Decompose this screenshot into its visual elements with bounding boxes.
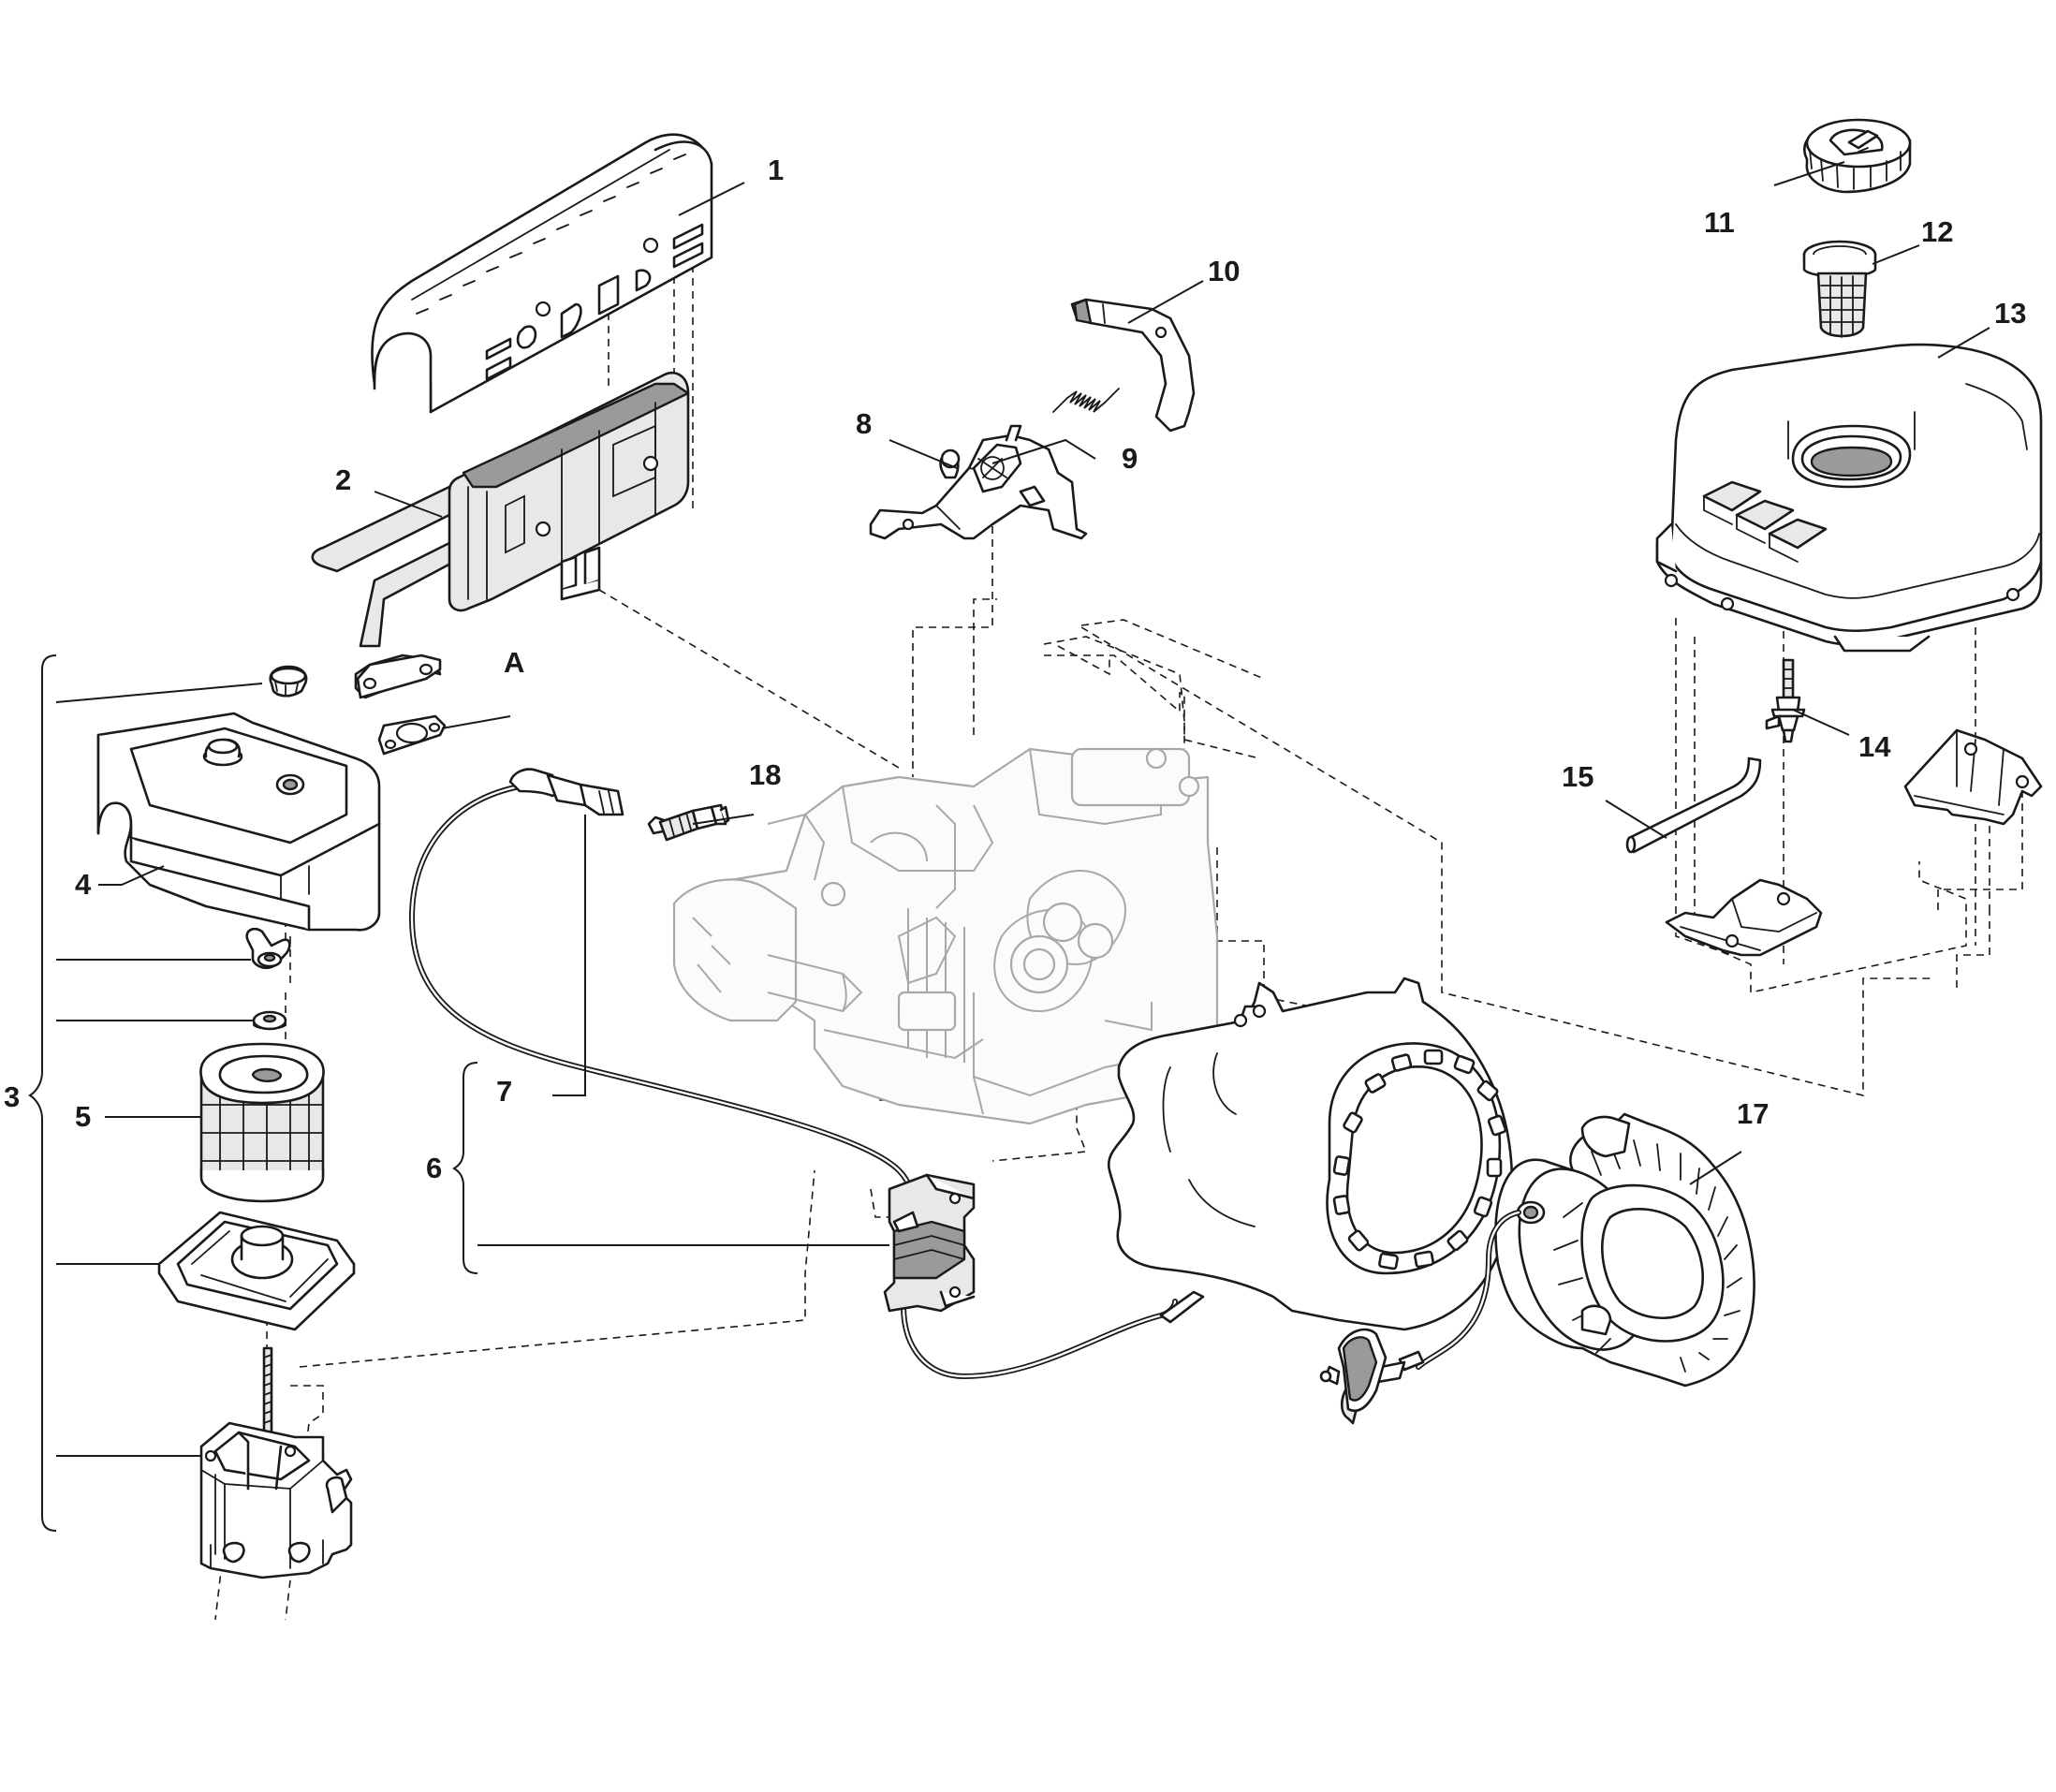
label-part-3: 3 [4, 1080, 20, 1113]
label-part-8: 8 [856, 407, 872, 440]
part-5-air-filter-element [199, 1042, 325, 1203]
part-2-muffler [311, 371, 690, 699]
engine-block-ghost [672, 747, 1247, 1125]
fan-housing-slots [1332, 1049, 1507, 1271]
tank-bracket-right [1903, 728, 2043, 826]
part-13-fuel-tank [1655, 343, 2043, 653]
label-part-15: 15 [1562, 760, 1593, 793]
part-6-ignition-coil [883, 1173, 1205, 1380]
part-17-recoil-starter [1319, 1112, 1755, 1425]
part-18-spark-plug [647, 803, 730, 842]
label-part-1: 1 [768, 154, 784, 186]
label-part-10: 10 [1208, 255, 1240, 287]
label-part-14: 14 [1858, 730, 1891, 763]
label-part-18: 18 [749, 758, 781, 791]
label-part-A: A [504, 646, 524, 679]
label-part-11: 11 [1704, 206, 1735, 239]
label-part-12: 12 [1921, 215, 1953, 248]
label-part-13: 13 [1994, 297, 2026, 330]
part-15-fuel-hose [1625, 756, 1762, 854]
tank-bracket-left [1665, 878, 1823, 957]
label-part-7: 7 [496, 1075, 512, 1108]
label-part-5: 5 [75, 1100, 91, 1133]
part-12-fuel-strainer [1802, 240, 1877, 338]
part-4-air-filter-cover [96, 712, 381, 932]
air-filter-housing [199, 1421, 353, 1579]
air-filter-base-gasket [157, 1211, 356, 1331]
air-filter-top-knob [269, 665, 308, 698]
part-8-throttle-control-assembly [869, 424, 1088, 540]
part-labels: 1 2 3 4 5 6 7 8 9 10 11 12 13 14 15 17 1… [4, 154, 2026, 1184]
label-part-9: 9 [1122, 442, 1138, 475]
label-part-6: 6 [426, 1152, 442, 1184]
part-9-spring [1052, 388, 1120, 413]
fan-housing [1107, 977, 1514, 1331]
leader-lines [28, 161, 1990, 1532]
part-14-fuel-valve [1765, 658, 1806, 743]
part-11-fuel-cap [1803, 118, 1912, 194]
part-10-throttle-lever [1070, 298, 1196, 433]
part-1-muffler-heat-shield [371, 133, 713, 414]
part-A-gasket [377, 714, 447, 756]
air-filter-washer [252, 1010, 287, 1031]
label-part-17: 17 [1737, 1097, 1769, 1130]
air-filter-wing-nut [245, 927, 291, 970]
label-part-2: 2 [335, 463, 351, 496]
label-part-4: 4 [75, 868, 92, 901]
part-7-ignition-cable [408, 768, 916, 1220]
